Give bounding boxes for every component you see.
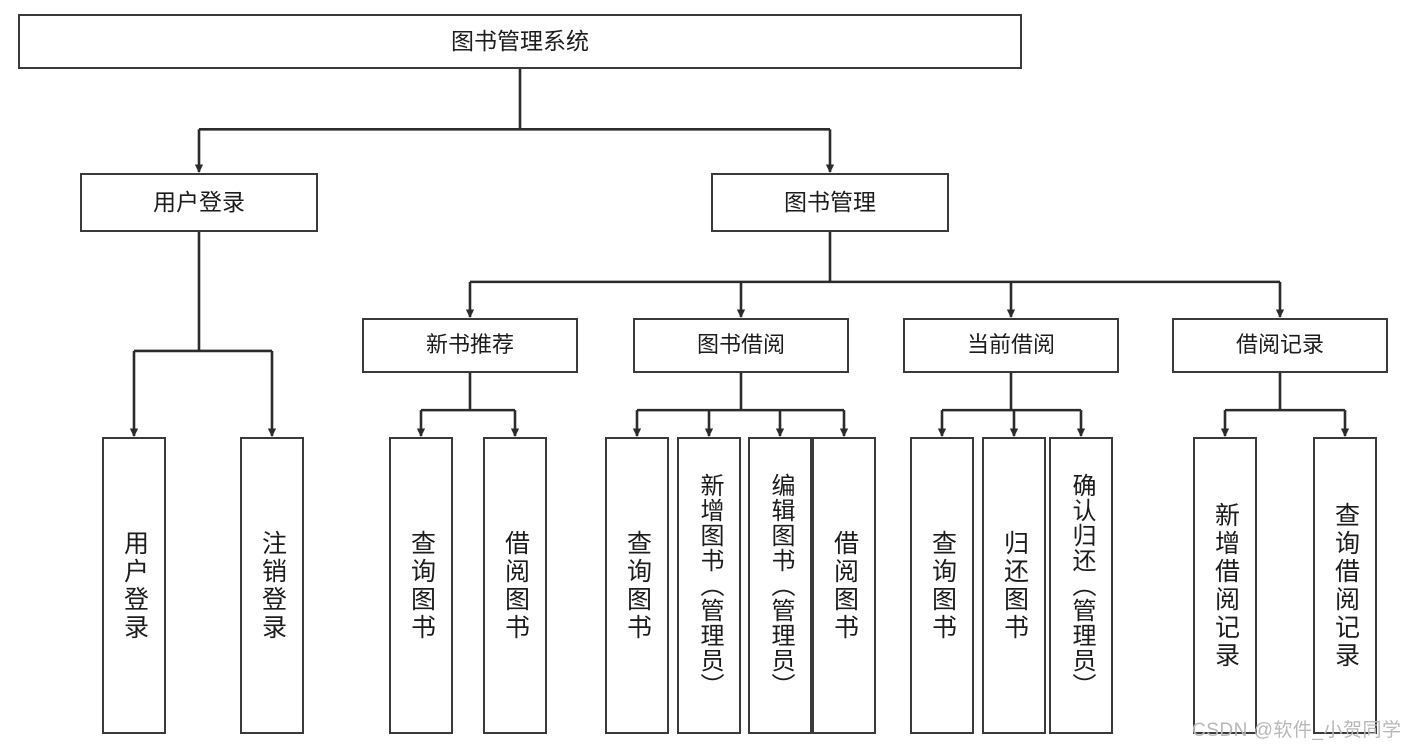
node-user-login[interactable]: 用户登录 (80, 173, 318, 232)
node-label: 图书管理系统 (451, 27, 589, 54)
node-label: 当前借阅 (966, 332, 1055, 358)
node-leaf-add-record[interactable]: 新增借阅记录 (1193, 437, 1257, 734)
node-new-book-recommend[interactable]: 新书推荐 (362, 318, 578, 373)
node-label: 新书推荐 (425, 332, 514, 358)
node-label: 新增借阅记录 (1211, 501, 1240, 670)
node-book-borrow[interactable]: 图书借阅 (633, 318, 849, 373)
node-label: 借阅图书 (830, 529, 859, 642)
node-leaf-query-book-1[interactable]: 查询图书 (389, 437, 453, 734)
node-leaf-query-record[interactable]: 查询借阅记录 (1313, 437, 1377, 734)
node-label: 确认归还（管理员） (1068, 473, 1095, 698)
node-label: 查询图书 (407, 529, 436, 642)
node-current-borrow[interactable]: 当前借阅 (903, 318, 1119, 373)
node-leaf-edit-book[interactable]: 编辑图书（管理员） (748, 437, 812, 734)
node-book-management[interactable]: 图书管理 (711, 173, 949, 232)
node-borrow-record[interactable]: 借阅记录 (1172, 318, 1388, 373)
node-label: 查询图书 (623, 529, 652, 642)
node-label: 新增图书（管理员） (696, 473, 723, 698)
node-label: 归还图书 (1000, 529, 1029, 642)
node-label: 图书管理 (784, 188, 876, 215)
node-label: 图书借阅 (696, 332, 785, 358)
watermark-text: CSDN @软件_小贺同学 (1192, 720, 1402, 741)
node-leaf-logout[interactable]: 注销登录 (240, 437, 304, 734)
node-leaf-borrow-book-1[interactable]: 借阅图书 (483, 437, 547, 734)
node-label: 借阅图书 (501, 529, 530, 642)
node-leaf-query-book-3[interactable]: 查询图书 (910, 437, 974, 734)
node-leaf-return-book[interactable]: 归还图书 (982, 437, 1046, 734)
node-label: 编辑图书（管理员） (767, 473, 794, 698)
node-label: 查询借阅记录 (1331, 501, 1360, 670)
node-label: 用户登录 (120, 529, 149, 642)
node-leaf-user-login[interactable]: 用户登录 (102, 437, 166, 734)
node-leaf-query-book-2[interactable]: 查询图书 (605, 437, 669, 734)
node-leaf-confirm-return[interactable]: 确认归还（管理员） (1049, 437, 1113, 734)
node-leaf-add-book[interactable]: 新增图书（管理员） (677, 437, 741, 734)
node-leaf-borrow-book-2[interactable]: 借阅图书 (812, 437, 876, 734)
node-root-book-management-system[interactable]: 图书管理系统 (18, 14, 1022, 69)
node-label: 注销登录 (258, 529, 287, 642)
node-label: 查询图书 (928, 529, 957, 642)
node-label: 用户登录 (153, 188, 245, 215)
node-label: 借阅记录 (1235, 332, 1324, 358)
